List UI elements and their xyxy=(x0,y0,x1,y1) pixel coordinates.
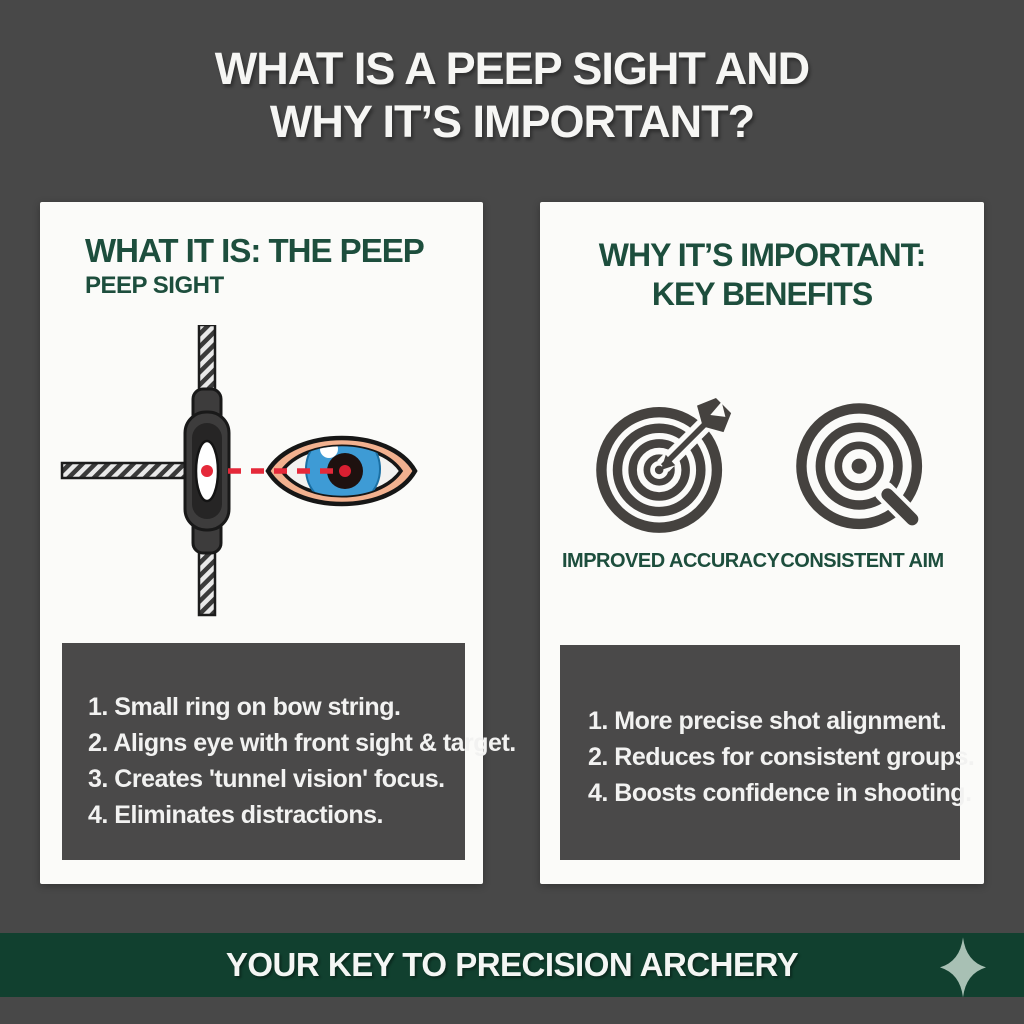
left-card: WHAT IT IS: THE PEEP PEEP SIGHT xyxy=(40,202,516,884)
benefit-improved-accuracy: IMPROVED ACCURACY xyxy=(562,398,780,573)
benefit-consistent-aim: CONSISTENT AIM xyxy=(762,398,962,573)
right-list-box: 1. More precise shot alignment. 2. Reduc… xyxy=(560,645,975,860)
page-title-line2: WHY IT’S IMPORTANT? xyxy=(269,96,755,147)
list-item: 2. Aligns eye with front sight & target. xyxy=(88,729,516,757)
left-list-box: 1. Small ring on bow string. 2. Aligns e… xyxy=(62,643,516,860)
aim-line-icon xyxy=(201,465,351,477)
list-item: 2. Reduces for consistent groups. xyxy=(588,743,975,771)
list-item: 1. More precise shot alignment. xyxy=(588,707,947,735)
sparkle-icon xyxy=(940,937,986,998)
target-arrow-icon xyxy=(596,398,732,533)
benefit-label: IMPROVED ACCURACY xyxy=(562,550,780,572)
right-card: WHY IT’S IMPORTANT: KEY BENEFITS IMPROVE… xyxy=(540,202,984,884)
list-item: 1. Small ring on bow string. xyxy=(88,693,401,721)
benefit-label: CONSISTENT AIM xyxy=(780,550,944,572)
left-card-heading: WHAT IT IS: THE PEEP xyxy=(85,232,425,269)
list-item: 3. Creates 'tunnel vision' focus. xyxy=(88,765,445,793)
right-card-heading-line1: WHY IT’S IMPORTANT: xyxy=(598,237,926,273)
footer-tagline: YOUR KEY TO PRECISION ARCHERY xyxy=(225,946,799,983)
left-card-subheading: PEEP SIGHT xyxy=(85,272,224,299)
list-item: 4. Boosts confidence in shooting. xyxy=(588,779,972,807)
page-title-line1: WHAT IS A PEEP SIGHT AND xyxy=(214,43,810,94)
footer-banner: YOUR KEY TO PRECISION ARCHERY xyxy=(0,933,1024,998)
peep-sight-diagram xyxy=(60,325,418,617)
left-list: 1. Small ring on bow string. 2. Aligns e… xyxy=(62,643,516,833)
target-magnifier-icon xyxy=(796,403,925,532)
benefits-row: IMPROVED ACCURACY CONSISTENT AIM xyxy=(562,398,962,573)
page-title: WHAT IS A PEEP SIGHT AND WHY IT’S IMPORT… xyxy=(0,42,1024,148)
bow-string-horizontal-icon xyxy=(60,461,188,480)
right-list: 1. More precise shot alignment. 2. Reduc… xyxy=(560,645,975,811)
right-card-heading: WHY IT’S IMPORTANT: KEY BENEFITS xyxy=(540,236,984,314)
right-card-heading-line2: KEY BENEFITS xyxy=(651,276,873,312)
list-item: 4. Eliminates distractions. xyxy=(88,801,383,829)
